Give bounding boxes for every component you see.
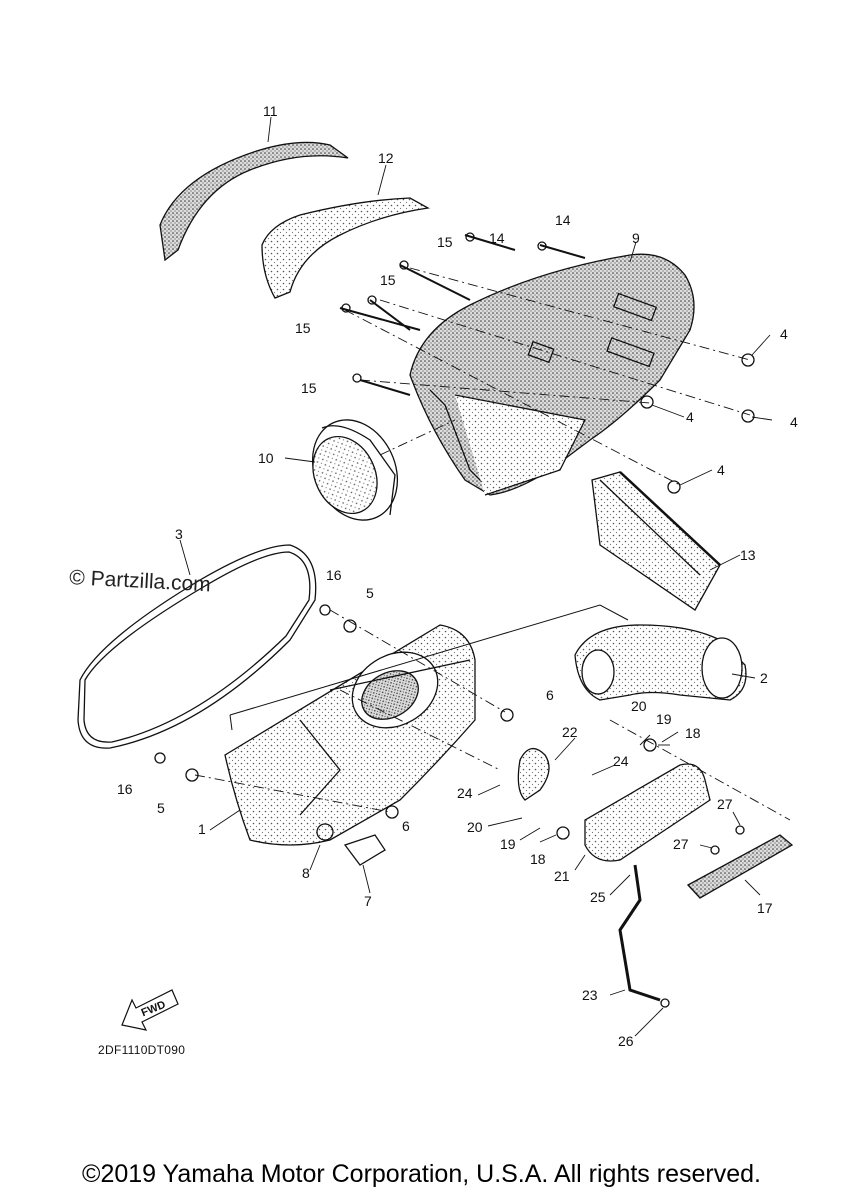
callout-14: 14 [489,230,505,246]
callout-19: 19 [500,836,516,852]
callout-15: 15 [437,234,453,250]
callout-23: 23 [582,987,598,1003]
drawing-code: 2DF1110DT090 [98,1043,186,1057]
callout-11: 11 [263,103,278,119]
part-12-cover-panel [261,197,430,299]
callout-5: 5 [157,800,165,816]
callout-18: 18 [685,725,701,741]
callout-3: 3 [175,526,183,542]
callout-17: 17 [757,900,773,916]
callout-24: 24 [457,785,473,801]
callout-26: 26 [618,1033,634,1049]
part-22-hose [517,748,550,801]
callout-4: 4 [686,409,694,425]
part-13-filter-element [591,471,721,611]
callout-12: 12 [378,150,394,166]
copyright-notice: ©2019 Yamaha Motor Corporation, U.S.A. A… [82,1160,761,1188]
callout-20: 20 [631,698,647,714]
part-23-pipe [618,864,661,1002]
callout-19: 19 [656,711,672,727]
part-7-drain-cap [343,834,386,866]
part-8-grommet [316,823,334,841]
callout-4: 4 [790,414,798,430]
callout-27: 27 [717,796,733,812]
callout-2: 2 [760,670,768,686]
callout-7: 7 [364,893,372,909]
callout-18: 18 [530,851,546,867]
callout-16: 16 [117,781,133,797]
callout-27: 27 [673,836,689,852]
callout-6: 6 [546,687,554,703]
callout-13: 13 [740,547,756,563]
part-21-canister [584,763,711,862]
callout-16: 16 [326,567,342,583]
callout-15: 15 [301,380,317,396]
callout-21: 21 [554,868,570,884]
callout-4: 4 [717,462,725,478]
callout-8: 8 [302,865,310,881]
part-3-seal [77,544,317,749]
callout-22: 22 [562,724,578,740]
callout-25: 25 [590,889,606,905]
callout-20: 20 [467,819,483,835]
callout-10: 10 [258,450,274,466]
part-17-bracket [686,834,794,899]
callout-14: 14 [555,212,571,228]
callout-6: 6 [402,818,410,834]
callout-1: 1 [198,821,206,837]
callout-15: 15 [295,320,311,336]
callout-15: 15 [380,272,396,288]
part-11-cover-panel [159,141,349,262]
callout-9: 9 [632,230,640,246]
callout-4: 4 [780,326,788,342]
callout-24: 24 [613,753,629,769]
callout-5: 5 [366,585,374,601]
part-2-intake-elbow [574,624,747,701]
fwd-arrow-icon [121,989,179,1031]
